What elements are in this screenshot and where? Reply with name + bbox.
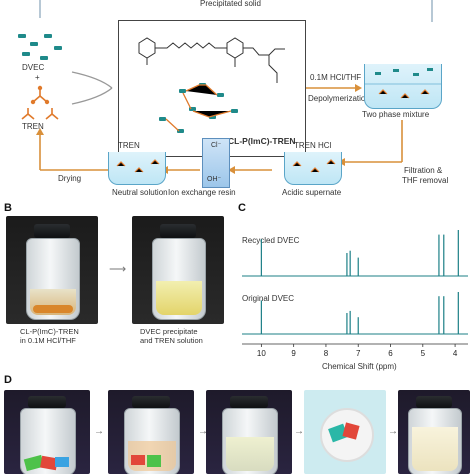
panel-a: Precipitated solid DVEC + TREN	[0, 0, 474, 200]
panel-d: D → → → →	[0, 374, 474, 474]
x-tick-label: 6	[388, 349, 393, 358]
caption-after-1: DVEC precipitate	[140, 327, 198, 336]
tren-hcl-label: TREN HCl	[294, 141, 332, 150]
arrow-d1: →	[94, 426, 104, 437]
dvec-label: DVEC	[22, 63, 45, 72]
filtration-label: Filtration &	[404, 166, 443, 175]
panel-c: C Recycled DVEC Original DVEC 10 9 8 7 6 5 4 C…	[236, 202, 474, 372]
x-tick-label: 9	[291, 349, 296, 358]
photo-d2	[108, 390, 194, 474]
panel-a-arrows	[18, 0, 433, 174]
x-tick-label: 8	[324, 349, 329, 358]
reagent-label: 0.1M HCl/THF	[310, 73, 362, 82]
tren-label: TREN	[22, 122, 44, 131]
jar-d3	[222, 408, 278, 474]
photo-d3	[206, 390, 292, 474]
photo-d1	[4, 390, 90, 474]
photo-d4	[304, 390, 386, 474]
jar-d5	[408, 408, 462, 474]
two-phase-contents	[365, 68, 441, 99]
acidic-tank	[284, 152, 342, 185]
drying-label: Drying	[58, 174, 82, 183]
tren-neutral-label: TREN	[118, 141, 140, 150]
photo-before	[6, 216, 98, 324]
caption-before-2: in 0.1M HCl/THF	[20, 336, 76, 345]
panel-c-label: C	[238, 202, 246, 214]
nmr-xlabel: Chemical Shift (ppm)	[322, 362, 397, 371]
caption-before-1: CL-P(ImC)-TREN	[20, 327, 79, 336]
arrow-d2: →	[198, 426, 208, 437]
resin-label: Ion exchange resin	[168, 188, 236, 197]
panel-b-label: B	[4, 202, 12, 214]
jar-d2	[124, 408, 180, 474]
arrow-d3: →	[294, 426, 304, 437]
jar-cap	[160, 224, 196, 238]
polymer-box	[118, 20, 306, 157]
panel-b-arrow: ⟶	[109, 262, 127, 276]
polymer-structure	[138, 37, 285, 133]
panel-d-label: D	[4, 374, 12, 386]
polymer-label: CL-P(ImC)-TREN	[228, 136, 296, 146]
neutral-tank	[108, 152, 166, 185]
series-label-recycled: Recycled DVEC	[242, 236, 300, 245]
plus-sign: +	[35, 73, 40, 82]
thf-removal-label: THF removal	[402, 176, 449, 185]
two-phase-tank	[364, 64, 442, 109]
x-tick-label: 4	[453, 349, 458, 358]
jar-after	[152, 238, 206, 320]
acidic-label: Acidic supernate	[282, 188, 342, 197]
panel-b: B ⟶ CL-P(ImC)-TREN in 0.1M HCl/THF DVEC …	[0, 202, 234, 372]
precipitated-solid-label: Precipitated solid	[200, 0, 261, 8]
neutral-contents	[116, 159, 160, 173]
x-tick-label: 7	[356, 349, 361, 358]
arrow-d4: →	[388, 426, 398, 437]
nmr-spectrum: 10 9 8 7 6 5 4	[242, 230, 468, 358]
photo-after	[132, 216, 224, 324]
process-label: Depolymerization	[308, 94, 370, 103]
jar-before	[26, 238, 80, 320]
x-tick-label: 5	[421, 349, 426, 358]
caption-after-2: and TREN solution	[140, 336, 203, 345]
acidic-contents	[292, 159, 336, 173]
resin-column: Cl⁻ OH⁻	[202, 138, 230, 188]
jar-cap	[34, 224, 70, 238]
cl-ion-label: Cl⁻	[211, 142, 222, 149]
oh-ion-label: OH⁻	[207, 176, 222, 183]
x-tick-label: 10	[257, 349, 266, 358]
series-label-original: Original DVEC	[242, 294, 295, 303]
jar-d1	[20, 408, 76, 474]
photo-d5	[398, 390, 470, 474]
two-phase-label: Two phase mixture	[362, 110, 430, 119]
neutral-label: Neutral solution	[112, 188, 168, 197]
